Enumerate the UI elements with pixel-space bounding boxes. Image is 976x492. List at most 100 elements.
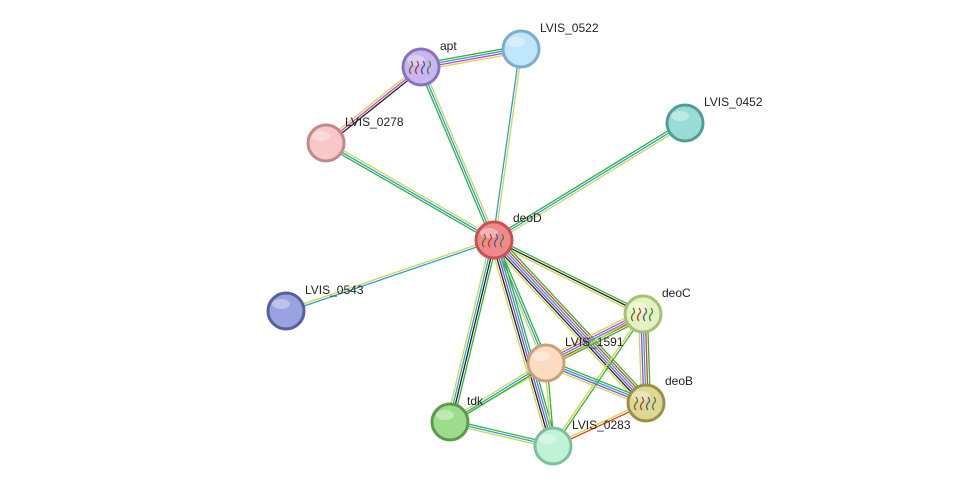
structure-strand: [481, 233, 487, 248]
edge-strand: [491, 241, 645, 406]
edge-strand: [489, 241, 550, 448]
structure-strand: [639, 396, 645, 411]
edge-deoD-LVIS_0283[interactable]: [489, 238, 558, 448]
edge-strand: [494, 238, 648, 403]
edge-strand: [494, 124, 687, 243]
edge-deoD-LVIS_0522[interactable]: [492, 48, 523, 241]
node-circle: [665, 103, 705, 143]
protein-structure-icon: [633, 396, 657, 411]
edge-deoD-LVIS_0543[interactable]: [285, 238, 495, 313]
edge-strand: [492, 241, 643, 317]
edge-strand: [492, 120, 685, 239]
edge-apt-LVIS_0278[interactable]: [324, 64, 423, 146]
edge-strand: [286, 240, 495, 313]
node-highlight: [507, 37, 525, 47]
edge-strand: [324, 64, 421, 142]
protein-structure-icon: [481, 233, 505, 248]
edge-deoD-apt[interactable]: [418, 65, 497, 242]
protein-structure-icon: [408, 60, 432, 75]
node-label: LVIS_0543: [305, 283, 364, 297]
edge-strand: [493, 239, 554, 447]
node-LVIS_0522[interactable]: LVIS_0522: [501, 21, 599, 69]
node-LVIS_0452[interactable]: LVIS_0452: [665, 95, 763, 143]
node-circle: [430, 402, 470, 442]
edge-strand: [422, 65, 497, 240]
edge-strand: [450, 240, 496, 423]
edge-strand: [448, 239, 494, 422]
edge-strand: [492, 240, 646, 405]
node-circle: [306, 123, 346, 163]
node-label: LVIS_0452: [704, 95, 763, 109]
node-highlight: [629, 302, 647, 312]
structure-strand: [645, 396, 651, 411]
node-label: LVIS_1591: [565, 335, 624, 349]
edge-strand: [495, 237, 649, 402]
structure-strand: [408, 60, 414, 75]
node-highlight: [539, 434, 557, 444]
edge-deoD-LVIS_0278[interactable]: [324, 140, 496, 243]
edge-strand: [489, 243, 643, 408]
node-LVIS_0543[interactable]: LVIS_0543: [266, 283, 364, 331]
node-circle: [626, 383, 666, 423]
node-label: apt: [440, 39, 457, 53]
node-deoD[interactable]: deoD: [474, 211, 542, 260]
node-label: deoC: [662, 286, 691, 300]
edge-deoD-deoB[interactable]: [489, 235, 651, 408]
edge-strand: [492, 48, 521, 240]
edge-strand: [452, 240, 498, 423]
node-highlight: [407, 55, 425, 65]
structure-strand: [499, 233, 505, 248]
node-circle: [266, 291, 306, 331]
edge-strand: [497, 235, 651, 400]
edge-strand: [493, 122, 686, 241]
structure-strand: [493, 233, 499, 248]
structure-strand: [630, 307, 636, 322]
structure-strand: [642, 307, 648, 322]
structure-strand: [648, 307, 654, 322]
structure-strand: [636, 307, 642, 322]
node-highlight: [532, 351, 550, 361]
node-apt[interactable]: apt: [401, 39, 457, 87]
edge-strand: [326, 68, 423, 146]
edge-strand: [325, 66, 422, 144]
edge-strand: [491, 240, 552, 447]
edge-strand: [494, 49, 523, 241]
structure-strand: [487, 233, 493, 248]
structure-strand: [633, 396, 639, 411]
edge-strand: [495, 239, 556, 446]
node-highlight: [312, 131, 330, 141]
edge-strand: [494, 237, 645, 313]
structure-strand: [420, 60, 426, 75]
node-highlight: [272, 299, 290, 309]
edge-strand: [418, 67, 493, 242]
structure-strand: [426, 60, 432, 75]
node-label: deoD: [513, 211, 542, 225]
node-highlight: [632, 391, 650, 401]
edge-strand: [324, 144, 494, 243]
node-LVIS_0283[interactable]: LVIS_0283: [533, 418, 631, 466]
edge-strand: [446, 239, 492, 422]
edge-deoD-deoC[interactable]: [492, 237, 645, 317]
edge-deoD-LVIS_0452[interactable]: [492, 120, 687, 243]
node-circle: [474, 220, 514, 260]
node-label: LVIS_0522: [540, 21, 599, 35]
edge-strand: [493, 239, 644, 315]
node-label: LVIS_0283: [572, 418, 631, 432]
structure-strand: [651, 396, 657, 411]
node-highlight: [436, 410, 454, 420]
node-deoC[interactable]: deoC: [623, 286, 691, 334]
edge-deoD-tdk[interactable]: [446, 239, 498, 423]
node-LVIS_1591[interactable]: LVIS_1591: [526, 335, 624, 383]
protein-structure-icon: [630, 307, 654, 322]
node-LVIS_0278[interactable]: LVIS_0278: [306, 115, 404, 163]
structure-strand: [414, 60, 420, 75]
node-circle: [533, 426, 573, 466]
node-circle: [623, 294, 663, 334]
edge-strand: [420, 66, 495, 241]
node-tdk[interactable]: tdk: [430, 394, 484, 442]
node-deoB[interactable]: deoB: [626, 374, 693, 423]
node-circle: [501, 29, 541, 69]
node-highlight: [671, 111, 689, 121]
edge-strand: [325, 142, 495, 241]
